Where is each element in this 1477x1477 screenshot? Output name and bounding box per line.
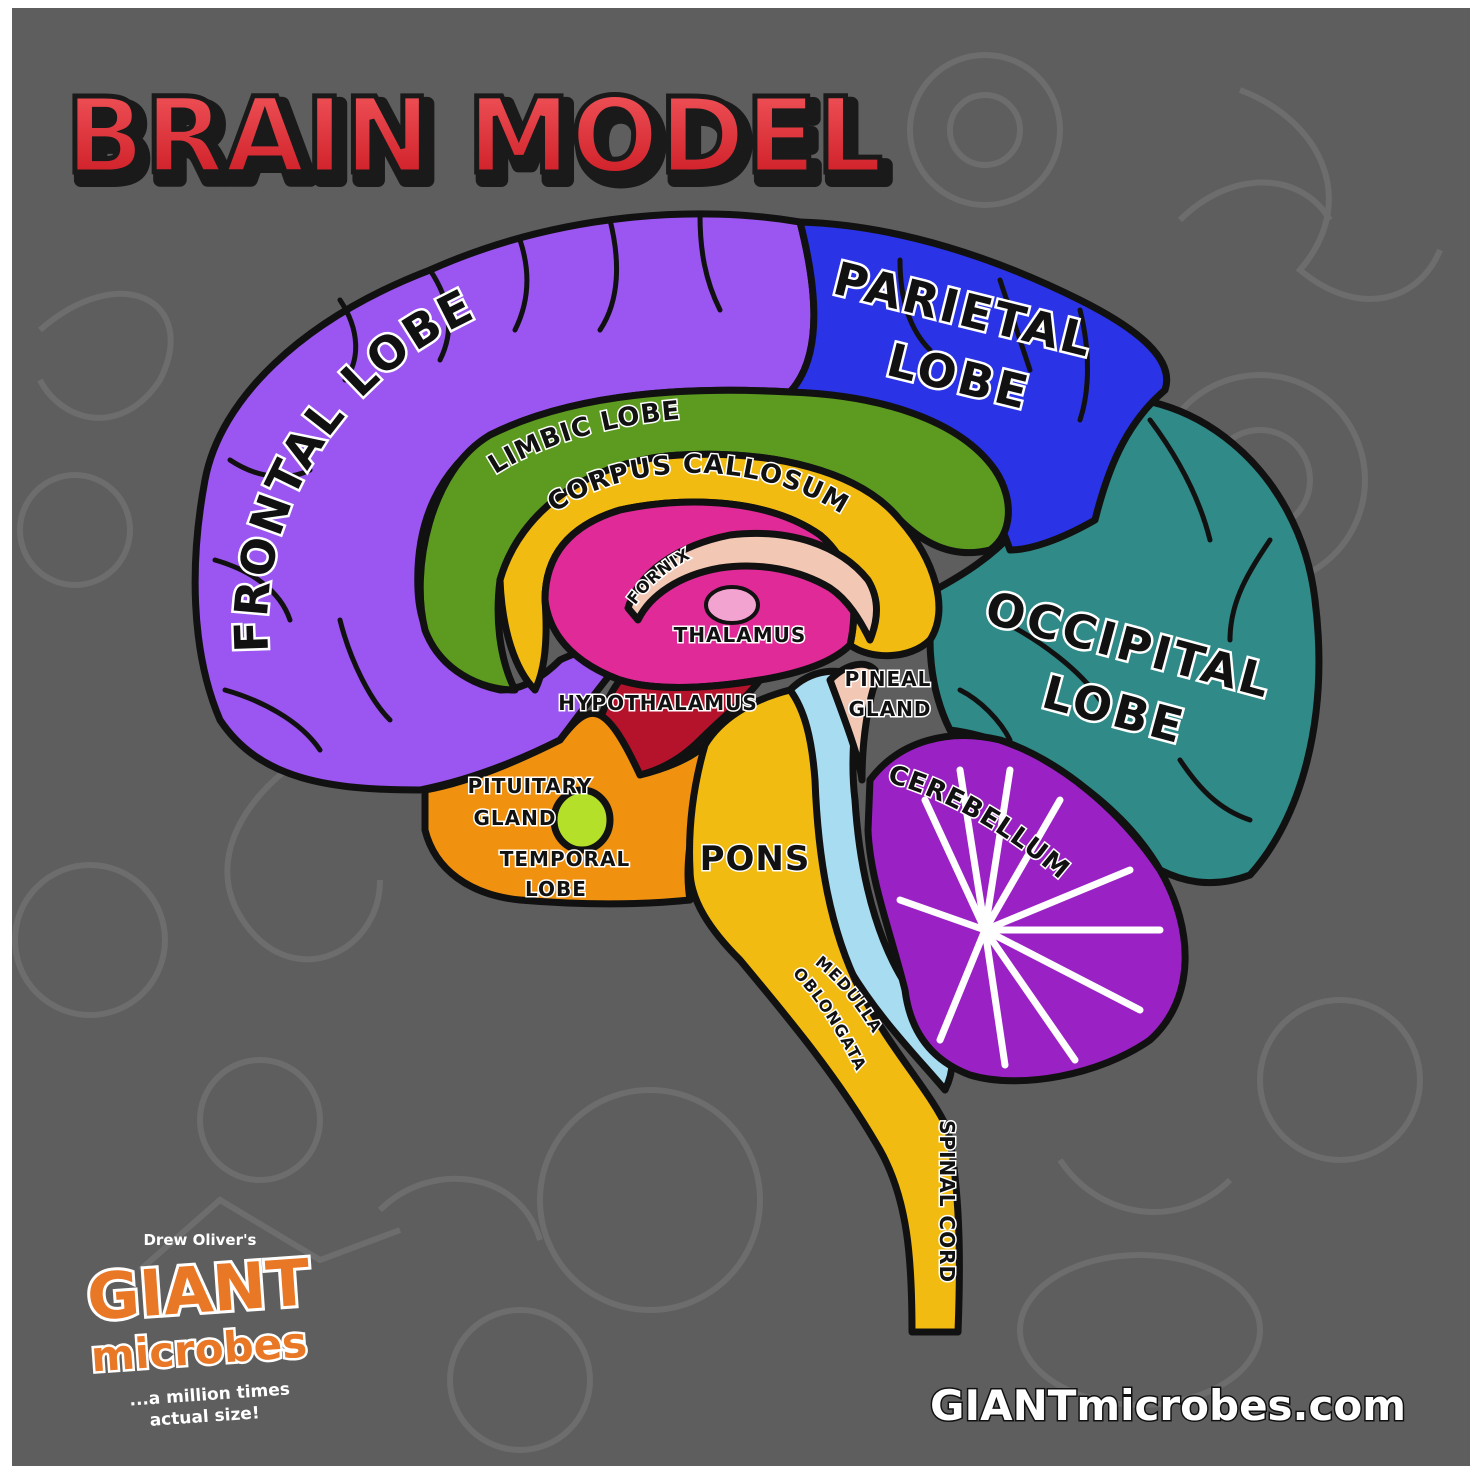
gyri-lines [212, 212, 1273, 823]
temporal-lobe-label-line1: TEMPORAL [500, 847, 631, 871]
pineal-gland-region [826, 660, 882, 784]
cerebellum-arbor-vitae [896, 766, 1164, 1069]
thalamus-label: THALAMUS [674, 623, 807, 647]
hypothalamus-label: HYPOTHALAMUS [558, 691, 758, 715]
pituitary-gland-label-line1: PITUITARY [468, 774, 593, 798]
thalamus-nucleus [704, 585, 760, 625]
thalamus-region [541, 498, 858, 691]
title-text: BRAIN MODEL [65, 75, 882, 197]
pituitary-region [550, 786, 614, 854]
brain [191, 210, 1323, 1336]
spinal-cord-label: SPINAL CORD [935, 1120, 959, 1283]
website-url: GIANTmicrobes.com [930, 1381, 1406, 1430]
pineal-gland-label-line2: GLAND [849, 697, 932, 721]
pineal-gland-label-line1: PINEAL [845, 667, 932, 691]
brainstem-region [686, 686, 963, 1336]
pituitary-gland-label-line2: GLAND [474, 806, 557, 830]
poster-title: BRAIN MODEL BRAIN MODEL [63, 73, 896, 213]
logo-byline: Drew Oliver's [143, 1231, 256, 1249]
pons-label: PONS [700, 839, 811, 879]
temporal-lobe-label-line2: LOBE [525, 877, 587, 901]
title-shadow: BRAIN MODEL [71, 83, 888, 205]
fornix-region [624, 529, 880, 644]
